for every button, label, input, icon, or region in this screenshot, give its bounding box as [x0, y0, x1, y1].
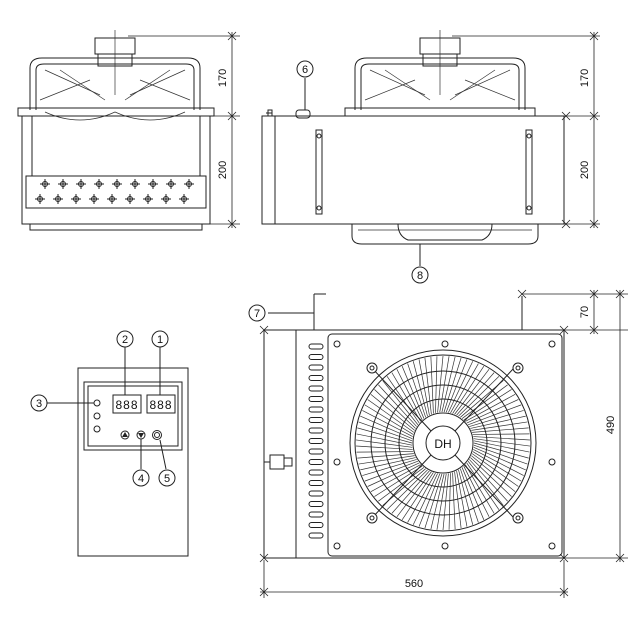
svg-text:8: 8: [417, 270, 423, 282]
vent-slot: [308, 532, 324, 539]
vent-slot: [308, 396, 324, 402]
fan-label: DH: [434, 437, 451, 451]
control-faceplate: [83, 381, 183, 451]
vent-slot: [308, 427, 324, 434]
dim-side-170: 170: [579, 69, 591, 87]
svg-text:6: 6: [302, 64, 308, 76]
fan-panel: [327, 333, 563, 557]
up-arrow-icon: [122, 432, 128, 437]
svg-text:4: 4: [138, 473, 144, 485]
vent-slot: [308, 417, 324, 423]
fan-hub: [425, 425, 461, 461]
plan-dim-ticks: [259, 289, 625, 597]
svg-text:1: 1: [157, 334, 163, 346]
vent-slot: [308, 522, 324, 528]
vent-slot: [308, 448, 324, 455]
vent-slot: [308, 364, 324, 371]
display-1-digits: 888: [149, 398, 172, 412]
callout-1: 1: [151, 330, 169, 348]
vent-slot: [308, 385, 324, 392]
vent-slot: [308, 480, 324, 486]
dim-front-170: 170: [217, 69, 229, 87]
dim-front-200: 200: [217, 161, 229, 179]
vent-slot: [308, 343, 324, 350]
svg-text:7: 7: [254, 308, 260, 320]
front-terminal-studs: [35, 179, 194, 204]
svg-text:2: 2: [122, 334, 128, 346]
vent-slot: [308, 501, 324, 507]
terminal-stud: [58, 179, 68, 189]
vent-slot: [308, 438, 324, 444]
down-arrow-icon: [138, 433, 144, 438]
dim-plan-490: 490: [605, 416, 617, 434]
terminal-stud: [179, 194, 189, 204]
vent-slot: [308, 469, 324, 476]
front-terminal-strip: [25, 175, 207, 209]
panel-mounting-holes: [333, 340, 556, 550]
callout-3: 3: [30, 394, 48, 412]
vent-slot: [308, 459, 324, 465]
fitting-6: [295, 109, 311, 119]
terminal-stud: [53, 194, 63, 204]
terminal-stud: [148, 179, 158, 189]
svg-text:5: 5: [164, 473, 170, 485]
callouts: 1 2 3 4 5 6 7 8: [30, 60, 429, 487]
fan-guard: DH: [349, 349, 537, 537]
callout-7: 7: [248, 304, 266, 322]
indicator-lamp-3: [93, 399, 101, 407]
terminal-stud: [184, 179, 194, 189]
dim-plan-560: 560: [405, 578, 423, 590]
terminal-stud: [94, 179, 104, 189]
terminal-stud: [143, 194, 153, 204]
vent-slot: [308, 511, 324, 518]
terminal-stud: [89, 194, 99, 204]
indicator-lamp: [93, 425, 101, 433]
svg-text:3: 3: [36, 398, 42, 410]
terminal-stud: [35, 194, 45, 204]
callout-4: 4: [132, 469, 150, 487]
display-1: [146, 394, 176, 414]
terminal-stud: [40, 179, 50, 189]
vent-slot: [308, 375, 324, 381]
display-2-digits: 888: [115, 398, 138, 412]
vent-slot: [308, 406, 324, 413]
terminal-stud: [161, 194, 171, 204]
power-switch-5: [152, 430, 162, 440]
up-button-4: [120, 430, 130, 440]
front-view: 170 200: [17, 30, 240, 231]
drip-tray-8: [351, 224, 539, 245]
side-handle-right: [525, 129, 533, 215]
terminal-stud: [76, 179, 86, 189]
plan-housing: [263, 329, 565, 559]
front-base: [29, 223, 203, 231]
front-fan-blades: [39, 69, 191, 121]
control-cabinet: [77, 367, 189, 557]
callout-2: 2: [116, 330, 134, 348]
terminal-stud: [130, 179, 140, 189]
terminal-stud: [125, 194, 135, 204]
dim-plan-70: 70: [579, 306, 591, 318]
indicator-lamp: [93, 412, 101, 420]
callout-8: 8: [411, 266, 429, 284]
terminal-stud: [112, 179, 122, 189]
control-panel-view: 888 888: [47, 347, 189, 557]
callout-5: 5: [158, 469, 176, 487]
callout-6: 6: [296, 60, 314, 78]
terminal-stud: [71, 194, 81, 204]
vent-slot: [308, 490, 324, 497]
display-2: [112, 394, 142, 414]
dim-side-200: 200: [579, 161, 591, 179]
terminal-stud: [107, 194, 117, 204]
terminal-stud: [166, 179, 176, 189]
vent-slot: [308, 354, 324, 360]
front-guard-frame: [29, 57, 201, 110]
side-handle-left: [315, 129, 323, 215]
front-dim-ticks: [227, 31, 237, 229]
side-view: 170 200: [261, 30, 600, 266]
side-body: [261, 115, 565, 225]
vent-slots: [308, 343, 324, 539]
side-connector: [269, 454, 285, 470]
plan-view: DH 70 490 560: [259, 289, 628, 598]
